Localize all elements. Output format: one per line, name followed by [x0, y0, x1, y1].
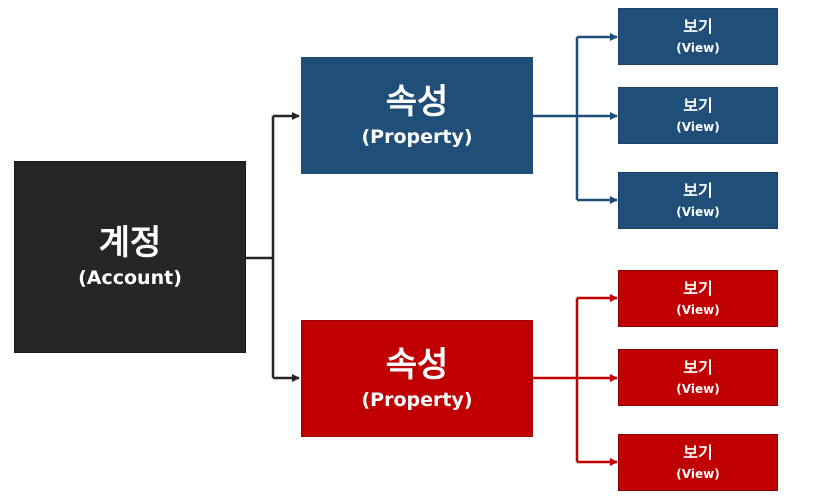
view-box-red-3: 보기 (View)	[618, 434, 778, 491]
account-korean-label: 계정	[98, 223, 162, 263]
view-english-label: (View)	[676, 41, 720, 55]
view-korean-label: 보기	[683, 181, 713, 200]
red-property-connector	[533, 294, 618, 466]
view-english-label: (View)	[676, 467, 720, 481]
view-box-blue-1: 보기 (View)	[618, 8, 778, 65]
view-english-label: (View)	[676, 205, 720, 219]
view-english-label: (View)	[676, 382, 720, 396]
blue-property-connector	[533, 33, 618, 204]
view-box-blue-3: 보기 (View)	[618, 172, 778, 229]
property-english-label: (Property)	[361, 125, 473, 148]
property-box-blue: 속성 (Property)	[301, 57, 533, 174]
view-korean-label: 보기	[683, 279, 713, 298]
view-korean-label: 보기	[683, 358, 713, 377]
property-box-red: 속성 (Property)	[301, 320, 533, 437]
property-korean-label: 속성	[385, 344, 449, 385]
view-korean-label: 보기	[683, 443, 713, 462]
view-box-red-2: 보기 (View)	[618, 349, 778, 406]
view-korean-label: 보기	[683, 17, 713, 36]
account-box: 계정 (Account)	[14, 161, 246, 353]
view-box-red-1: 보기 (View)	[618, 270, 778, 327]
view-box-blue-2: 보기 (View)	[618, 87, 778, 144]
account-connector	[246, 112, 300, 382]
property-english-label: (Property)	[361, 388, 473, 411]
view-english-label: (View)	[676, 120, 720, 134]
view-korean-label: 보기	[683, 96, 713, 115]
account-english-label: (Account)	[78, 267, 182, 289]
view-english-label: (View)	[676, 303, 720, 317]
property-korean-label: 속성	[385, 81, 449, 122]
